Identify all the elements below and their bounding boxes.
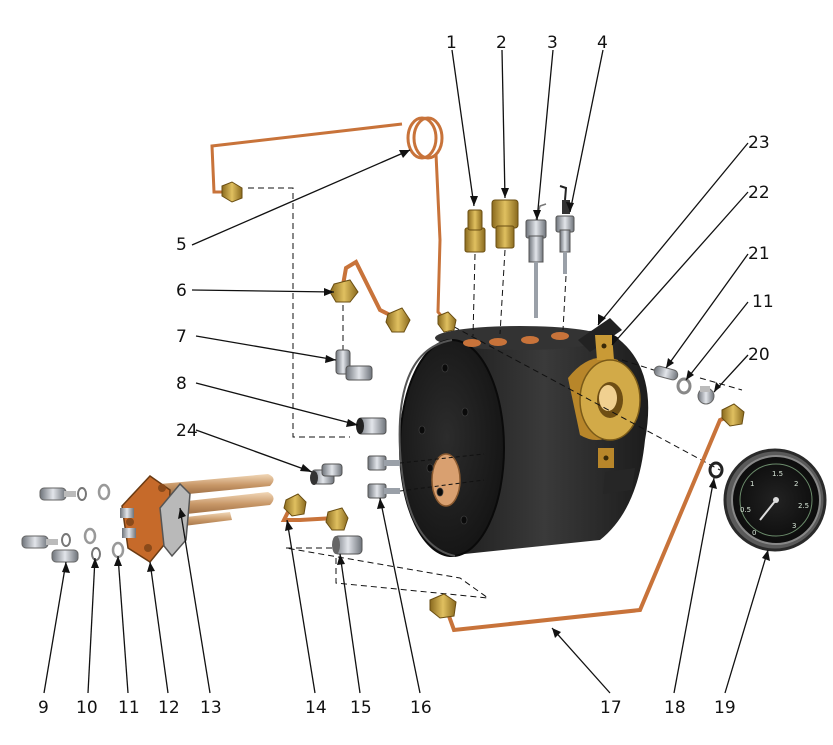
leader-lines bbox=[43, 49, 769, 694]
fitting-2-brass-valve bbox=[491, 199, 519, 249]
callout-21: 21 bbox=[748, 244, 770, 264]
callout-13: 13 bbox=[200, 698, 222, 718]
callout-24: 24 bbox=[176, 421, 198, 441]
callout-17: 17 bbox=[600, 698, 622, 718]
part-17-long-tube bbox=[429, 403, 745, 633]
part-5-coil-tube bbox=[210, 116, 447, 321]
gauge-scale-0: 0 bbox=[752, 529, 756, 537]
callout-1: 1 bbox=[446, 33, 457, 53]
callout-labels: 1 2 3 4 5 6 7 8 24 23 22 21 11 20 9 10 1… bbox=[38, 33, 774, 718]
callout-6: 6 bbox=[176, 281, 187, 301]
callout-22: 22 bbox=[748, 183, 770, 203]
part-6-bent-tube bbox=[329, 259, 411, 333]
part-21-pin bbox=[653, 365, 679, 381]
part-5-nut-left bbox=[221, 181, 243, 203]
part-13-gasket bbox=[159, 482, 191, 558]
boiler-face-holes bbox=[418, 363, 469, 525]
part-18-o-ring bbox=[708, 461, 724, 479]
leader-arrowheads bbox=[62, 150, 770, 638]
part-8-plug bbox=[356, 417, 387, 435]
callout-3: 3 bbox=[547, 33, 558, 53]
part-11-washer-right bbox=[676, 377, 692, 395]
gauge-scale-2-5: 2.5 bbox=[798, 502, 809, 510]
callout-7: 7 bbox=[176, 327, 187, 347]
gauge-scale-3: 3 bbox=[792, 522, 796, 530]
part-20-cap bbox=[697, 386, 715, 405]
part-14-short-tube bbox=[280, 493, 349, 531]
callout-14: 14 bbox=[305, 698, 327, 718]
boiler-top-ports bbox=[463, 332, 569, 347]
callout-5: 5 bbox=[176, 235, 187, 255]
callout-12: 12 bbox=[158, 698, 180, 718]
gauge-scale-2: 2 bbox=[794, 480, 798, 488]
parts-9-10-11-bolts-washers bbox=[21, 483, 125, 563]
callout-2: 2 bbox=[496, 33, 507, 53]
callout-10: 10 bbox=[76, 698, 98, 718]
fitting-3-steel-probe bbox=[525, 203, 547, 318]
assembly-axis-lines bbox=[248, 187, 743, 599]
callout-16: 16 bbox=[410, 698, 432, 718]
part-15-plug bbox=[332, 535, 363, 555]
callout-11-right: 11 bbox=[752, 292, 774, 312]
callout-11: 11 bbox=[118, 698, 140, 718]
part-16-sensors bbox=[367, 453, 485, 499]
part-24-small-elbow bbox=[310, 463, 343, 485]
gauge-scale-1-5: 1.5 bbox=[772, 470, 783, 478]
fitting-4-steel-sensor bbox=[555, 185, 575, 274]
callout-18: 18 bbox=[664, 698, 686, 718]
part-7-elbow bbox=[335, 349, 373, 381]
callout-23: 23 bbox=[748, 133, 770, 153]
callout-9: 9 bbox=[38, 698, 49, 718]
callout-15: 15 bbox=[350, 698, 372, 718]
part-12-heater-element bbox=[120, 474, 274, 563]
part-19-pressure-gauge: 0 0.5 1 1.5 2 2.5 3 bbox=[723, 448, 827, 552]
callout-4: 4 bbox=[597, 33, 608, 53]
callout-19: 19 bbox=[714, 698, 736, 718]
callout-8: 8 bbox=[176, 374, 187, 394]
brass-flange bbox=[568, 335, 641, 468]
callout-20: 20 bbox=[748, 345, 770, 365]
gauge-scale-0-5: 0.5 bbox=[740, 506, 751, 514]
part-5-nut-right bbox=[437, 311, 457, 333]
gauge-scale-1: 1 bbox=[750, 480, 754, 488]
fitting-1-brass-nut bbox=[464, 209, 486, 253]
